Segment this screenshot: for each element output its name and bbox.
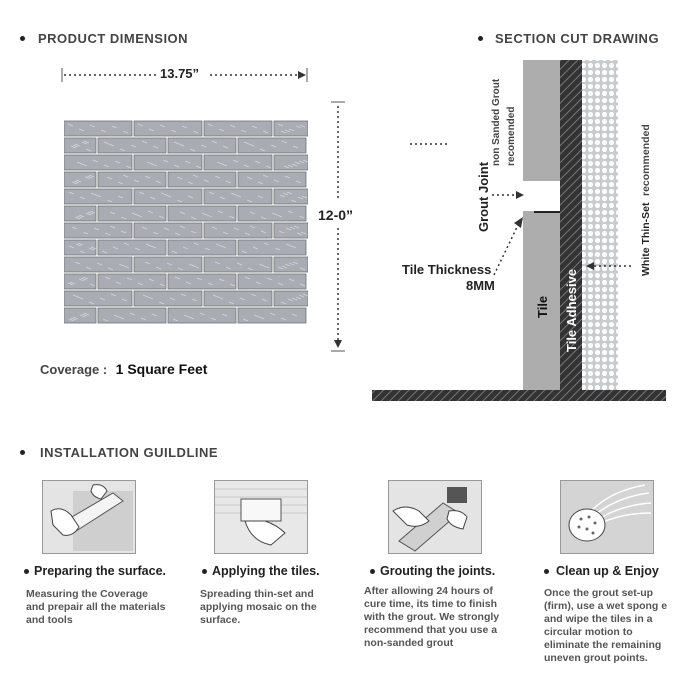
mosaic-tile xyxy=(273,120,308,137)
mosaic-tile xyxy=(273,290,308,307)
mosaic-tile xyxy=(64,205,97,222)
mosaic-tile xyxy=(133,256,203,273)
mosaic-tile xyxy=(203,256,273,273)
step-description: Measuring the Coverage and prepair all t… xyxy=(26,588,166,626)
white-thinset-label: White Thin-Set xyxy=(640,202,652,277)
mosaic-tile xyxy=(64,137,97,154)
section-bullet xyxy=(20,450,25,455)
mosaic-tile xyxy=(64,188,133,205)
thickness-value: 8MM xyxy=(466,278,495,293)
height-dimension-line xyxy=(331,101,345,352)
tile-thickness-label: Tile Thickness xyxy=(402,262,492,277)
section-bullet xyxy=(20,36,25,41)
section-cut-drawing xyxy=(372,60,666,401)
grout-note-2: recomended xyxy=(506,106,517,166)
mosaic-tile xyxy=(273,154,308,171)
mosaic-tile xyxy=(64,239,97,256)
sponge-icon xyxy=(560,480,654,554)
floor-slab xyxy=(372,390,666,401)
step-title: Preparing the surface. xyxy=(34,564,166,578)
trowel-icon xyxy=(214,480,308,554)
mosaic-tile xyxy=(237,239,307,256)
mosaic-tile xyxy=(203,120,273,137)
grout-joint-label: Grout Joint xyxy=(476,161,491,232)
step-title: Clean up & Enjoy xyxy=(556,564,659,578)
mosaic-tile xyxy=(273,222,308,239)
mosaic-tile xyxy=(133,154,203,171)
mosaic-tile xyxy=(133,222,203,239)
mosaic-tile xyxy=(167,307,237,324)
upper-tile xyxy=(523,60,560,181)
mosaic-tile xyxy=(237,273,307,290)
mosaic-tile xyxy=(203,188,273,205)
mosaic-tile xyxy=(64,120,133,137)
mosaic-tile xyxy=(203,222,273,239)
mosaic-tile xyxy=(64,171,97,188)
mosaic-tile xyxy=(64,307,97,324)
mosaic-tile xyxy=(273,188,308,205)
grout-float-icon xyxy=(388,480,482,554)
mosaic-tile xyxy=(237,205,307,222)
tile-label: Tile xyxy=(535,295,550,318)
step-description: Spreading thin-set and applying mosaic o… xyxy=(200,588,317,626)
product-dimension-heading: PRODUCT DIMENSION xyxy=(38,31,189,46)
step-description: After allowing 24 hours of cure time, it… xyxy=(364,585,500,649)
section-cut-heading: SECTION CUT DRAWING xyxy=(495,31,660,46)
width-label: 13.75” xyxy=(160,66,200,81)
mosaic-tile xyxy=(167,273,237,290)
grout-note-1: non Sanded Grout xyxy=(491,78,502,166)
tile-adhesive-label: Tile Adhesive xyxy=(564,268,579,352)
mosaic-tile xyxy=(167,239,237,256)
mosaic-tile xyxy=(237,307,307,324)
width-dimension-line xyxy=(61,68,308,82)
mosaic-tile xyxy=(64,273,97,290)
mosaic-tile xyxy=(273,256,308,273)
mosaic-tile xyxy=(133,120,203,137)
mosaic-tile xyxy=(203,154,273,171)
height-label: 12-0” xyxy=(318,207,354,223)
mosaic-tile xyxy=(97,273,167,290)
mosaic-tile xyxy=(203,290,273,307)
section-bullet xyxy=(478,36,483,41)
thinset-layer xyxy=(582,60,618,390)
coverage-line: Coverage : 1 Square Feet xyxy=(40,361,207,379)
mosaic-tile xyxy=(97,307,167,324)
mosaic-tile xyxy=(97,239,167,256)
white-thinset-note: recommended xyxy=(640,124,652,196)
step-title: Grouting the joints. xyxy=(380,564,496,578)
step-description: Once the grout set-up (firm), use a wet … xyxy=(544,587,668,664)
step-bullet xyxy=(24,569,29,574)
mosaic-tile xyxy=(64,290,133,307)
step-title: Applying the tiles. xyxy=(212,564,320,578)
step-bullet xyxy=(544,569,549,574)
mosaic-tile xyxy=(64,222,133,239)
installation-heading: INSTALLATION GUILDLINE xyxy=(40,445,219,460)
adhesive-layer xyxy=(560,60,582,390)
step-bullet xyxy=(370,569,375,574)
lower-tile xyxy=(523,211,560,390)
mosaic-tile xyxy=(64,154,133,171)
mosaic-tile xyxy=(237,171,307,188)
coverage-label: Coverage : xyxy=(40,362,108,377)
step-bullet xyxy=(202,569,207,574)
measuring-icon xyxy=(42,480,136,554)
mosaic-tile xyxy=(64,256,133,273)
mosaic-tile xyxy=(97,171,167,188)
mosaic-tile-image xyxy=(64,120,308,324)
mosaic-tile xyxy=(133,290,203,307)
mosaic-tile xyxy=(133,188,203,205)
mosaic-tile xyxy=(97,205,167,222)
mosaic-tile xyxy=(167,171,237,188)
mosaic-tile xyxy=(167,205,237,222)
coverage-value: 1 Square Feet xyxy=(115,361,208,377)
